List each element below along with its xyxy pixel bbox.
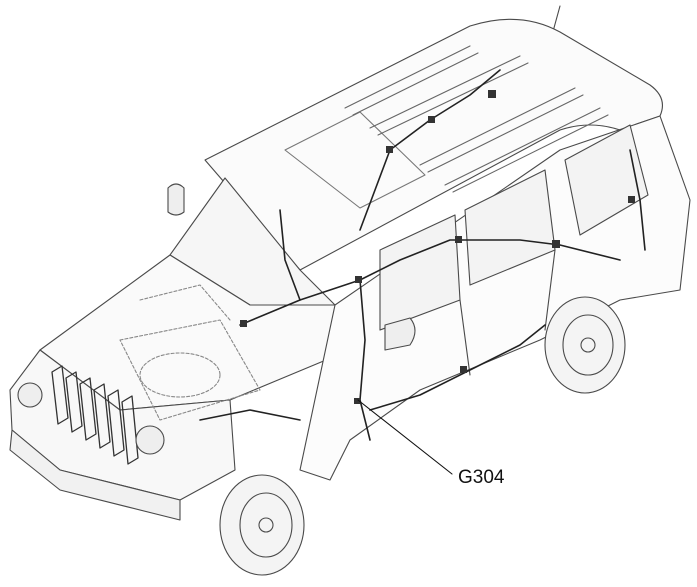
- engine-bay: [119, 284, 261, 421]
- front-wheel: [219, 474, 305, 576]
- quarter-window: [564, 124, 649, 236]
- door-seam: [544, 249, 556, 331]
- callout-leader: [357, 399, 453, 475]
- g304-label: G304: [458, 467, 505, 488]
- connectors: [240, 90, 635, 404]
- door-seam: [459, 299, 471, 376]
- front-bumper: [9, 429, 181, 521]
- roof: [204, 18, 663, 271]
- sunroof: [284, 111, 426, 209]
- left-mirror: [167, 183, 185, 216]
- right-mirror: [384, 317, 416, 351]
- right-headlight: [135, 425, 165, 455]
- grille: [51, 365, 139, 465]
- roof-rails: [344, 45, 609, 193]
- left-headlight: [17, 382, 43, 408]
- rear-wheel: [544, 296, 626, 394]
